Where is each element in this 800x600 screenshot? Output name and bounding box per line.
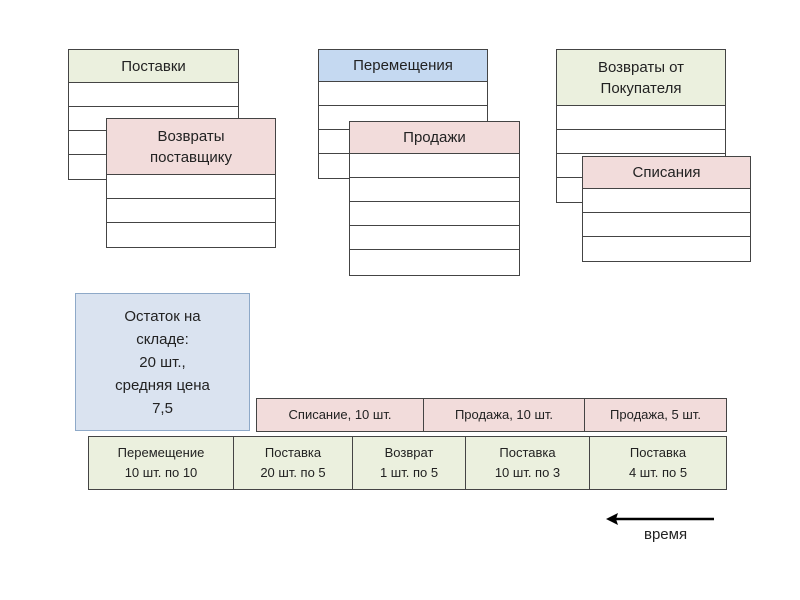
table-row (583, 237, 750, 261)
table-row (319, 82, 487, 106)
table-row (557, 130, 725, 154)
table-row (107, 175, 275, 199)
writeoffs-table-header: Списания (583, 157, 750, 189)
table-row (350, 178, 519, 202)
outgoing-cell: Продажа, 10 шт. (424, 399, 585, 431)
table-row (583, 213, 750, 237)
incoming-cell: Поставка 10 шт. по 3 (466, 437, 590, 489)
table-row (350, 250, 519, 275)
arrow-left-icon (606, 513, 714, 525)
stock-line: Остаток на (124, 307, 201, 325)
table-row (350, 202, 519, 226)
stock-line: 7,5 (152, 399, 173, 417)
supplier-returns-table: Возвраты поставщику (106, 118, 276, 248)
sales-table-header: Продажи (350, 122, 519, 154)
customer-returns-table-header: Возвраты от Покупателя (557, 50, 725, 106)
stock-balance-box: Остаток на складе: 20 шт., средняя цена … (75, 293, 250, 431)
sales-table: Продажи (349, 121, 520, 276)
table-row (557, 106, 725, 130)
supplier-returns-table-header: Возвраты поставщику (107, 119, 275, 175)
table-row (107, 223, 275, 247)
stock-line: 20 шт., (139, 353, 186, 371)
writeoffs-table: Списания (582, 156, 751, 262)
table-row (350, 154, 519, 178)
incoming-cell: Поставка 4 шт. по 5 (628, 445, 688, 480)
outgoing-strip: Списание, 10 шт. Продажа, 10 шт. Продажа… (256, 398, 727, 432)
time-label: время (644, 526, 688, 543)
outgoing-cell: Продажа, 5 шт. (610, 407, 701, 422)
table-row (69, 83, 238, 107)
stock-line: средняя цена (115, 376, 210, 394)
table-row (107, 199, 275, 223)
outgoing-cell: Списание, 10 шт. (257, 399, 424, 431)
transfers-table-header: Перемещения (319, 50, 487, 82)
incoming-strip: Перемещение 10 шт. по 10 Поставка 20 шт.… (88, 436, 727, 490)
stock-line: складе: (136, 330, 189, 348)
incoming-cell: Возврат 1 шт. по 5 (353, 437, 466, 489)
incoming-cell: Перемещение 10 шт. по 10 (89, 437, 234, 489)
incoming-cell: Поставка 20 шт. по 5 (234, 437, 353, 489)
table-row (350, 226, 519, 250)
table-row (583, 189, 750, 213)
supplies-table-header: Поставки (69, 50, 238, 83)
